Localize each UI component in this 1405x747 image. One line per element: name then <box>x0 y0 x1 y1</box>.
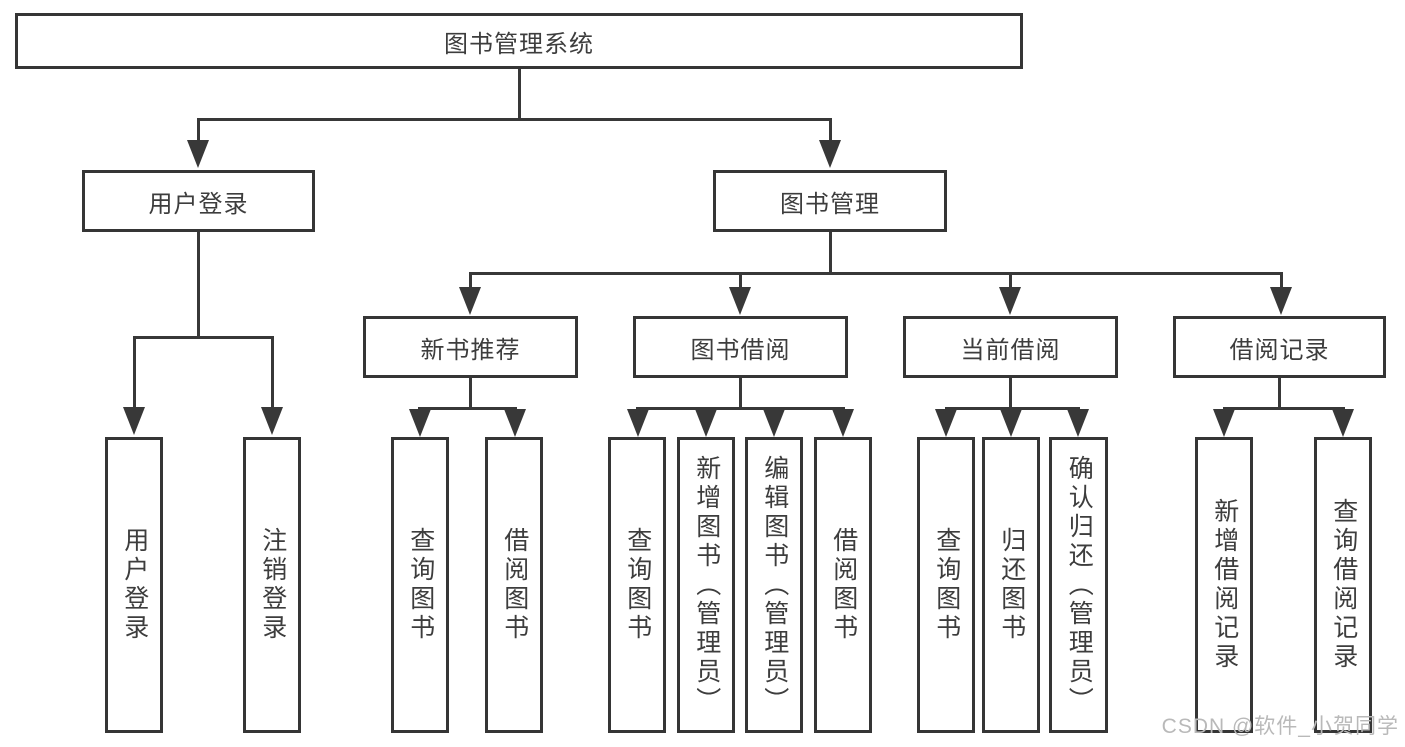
leaf-query-books-borrow-label: 查询图书 <box>623 527 652 643</box>
watermark: CSDN @软件_小贺同学 <box>1161 715 1399 738</box>
connector-current-borrow-bar <box>944 407 1080 410</box>
connector-user-login-stem <box>196 232 200 339</box>
node-new-book-recommend: 新书推荐 <box>363 316 578 378</box>
leaf-edit-books-admin: 编辑图书（管理员） <box>745 437 803 733</box>
arrowhead-edit-books-admin-icon <box>763 409 785 437</box>
leaf-edit-books-admin-label: 编辑图书（管理员） <box>760 454 789 716</box>
connector-user-login-bar <box>132 336 274 339</box>
leaf-confirm-return-admin: 确认归还（管理员） <box>1049 437 1108 733</box>
leaf-borrow-books-recommend-label: 借阅图书 <box>500 527 529 643</box>
arrowhead-leaf-user-login-icon <box>123 407 145 435</box>
arrowhead-current-borrow-icon <box>999 287 1021 315</box>
connector-book-borrow-stem <box>738 378 742 410</box>
arrowhead-book-management-icon <box>819 140 841 168</box>
connector-level3-bar <box>468 272 1283 275</box>
connector-borrow-records-shaft <box>1279 274 1283 289</box>
arrowhead-borrow-records-icon <box>1270 287 1292 315</box>
leaf-return-books-label: 归还图书 <box>997 527 1026 643</box>
connector-book-management-stem <box>828 232 832 275</box>
arrowhead-new-book-recommend-icon <box>459 287 481 315</box>
arrowhead-query-books-current-icon <box>935 409 957 437</box>
connector-book-management-shaft <box>828 120 832 142</box>
leaf-query-books-recommend-label: 查询图书 <box>406 527 435 643</box>
connector-leaf-user-login-shaft <box>132 338 136 409</box>
connector-user-login-shaft <box>196 120 200 142</box>
node-book-management-label: 图书管理 <box>780 190 880 218</box>
leaf-confirm-return-admin-label: 确认归还（管理员） <box>1065 454 1094 716</box>
arrowhead-user-login-icon <box>187 140 209 168</box>
leaf-query-borrow-record: 查询借阅记录 <box>1314 437 1372 733</box>
arrowhead-return-books-icon <box>1000 409 1022 437</box>
arrowhead-query-books-borrow-icon <box>627 409 649 437</box>
leaf-add-books-admin-label: 新增图书（管理员） <box>692 454 721 716</box>
arrowhead-confirm-return-admin-icon <box>1067 409 1089 437</box>
leaf-borrow-books-borrow: 借阅图书 <box>814 437 872 733</box>
leaf-user-login-label: 用户登录 <box>120 527 149 643</box>
leaf-add-borrow-record: 新增借阅记录 <box>1195 437 1253 733</box>
leaf-borrow-books-borrow-label: 借阅图书 <box>829 527 858 643</box>
connector-leaf-logout-shaft <box>270 338 274 409</box>
node-user-login: 用户登录 <box>82 170 315 232</box>
node-root-label: 图书管理系统 <box>444 30 594 58</box>
leaf-query-borrow-record-label: 查询借阅记录 <box>1329 498 1358 672</box>
leaf-add-borrow-record-label: 新增借阅记录 <box>1210 498 1239 672</box>
leaf-logout-label: 注销登录 <box>258 527 287 643</box>
node-root: 图书管理系统 <box>15 13 1023 69</box>
leaf-add-books-admin: 新增图书（管理员） <box>677 437 735 733</box>
node-new-book-recommend-label: 新书推荐 <box>420 336 521 364</box>
leaf-logout: 注销登录 <box>243 437 301 733</box>
connector-current-borrow-shaft <box>1008 274 1012 289</box>
leaf-query-books-current-label: 查询图书 <box>932 527 961 643</box>
arrowhead-add-books-admin-icon <box>695 409 717 437</box>
connector-book-borrow-bar <box>635 407 845 410</box>
node-user-login-label: 用户登录 <box>148 190 249 218</box>
connector-borrow-records-stem <box>1277 378 1281 410</box>
arrowhead-query-books-recommend-icon <box>409 409 431 437</box>
leaf-borrow-books-recommend: 借阅图书 <box>485 437 543 733</box>
connector-book-borrow-shaft <box>738 274 742 289</box>
connector-root-stem <box>517 69 521 121</box>
leaf-query-books-recommend: 查询图书 <box>391 437 449 733</box>
node-borrow-records-label: 借阅记录 <box>1229 336 1330 364</box>
arrowhead-leaf-logout-icon <box>261 407 283 435</box>
node-book-borrow: 图书借阅 <box>633 316 848 378</box>
node-current-borrow: 当前借阅 <box>903 316 1118 378</box>
node-book-borrow-label: 图书借阅 <box>690 336 791 364</box>
connector-level2-bar <box>196 118 832 121</box>
node-book-management: 图书管理 <box>713 170 947 232</box>
connector-current-borrow-stem <box>1008 378 1012 410</box>
node-borrow-records: 借阅记录 <box>1173 316 1386 378</box>
connector-borrow-records-bar <box>1222 407 1345 410</box>
leaf-return-books: 归还图书 <box>982 437 1040 733</box>
connector-new-book-recommend-bar <box>417 407 517 410</box>
arrowhead-query-borrow-record-icon <box>1332 409 1354 437</box>
arrowhead-borrow-books-recommend-icon <box>504 409 526 437</box>
arrowhead-borrow-books-borrow-icon <box>832 409 854 437</box>
arrowhead-add-borrow-record-icon <box>1213 409 1235 437</box>
leaf-query-books-borrow: 查询图书 <box>608 437 666 733</box>
node-current-borrow-label: 当前借阅 <box>960 336 1061 364</box>
leaf-query-books-current: 查询图书 <box>917 437 975 733</box>
leaf-user-login: 用户登录 <box>105 437 163 733</box>
arrowhead-book-borrow-icon <box>729 287 751 315</box>
connector-new-book-recommend-stem <box>468 378 472 410</box>
connector-new-book-recommend-shaft <box>468 274 472 289</box>
